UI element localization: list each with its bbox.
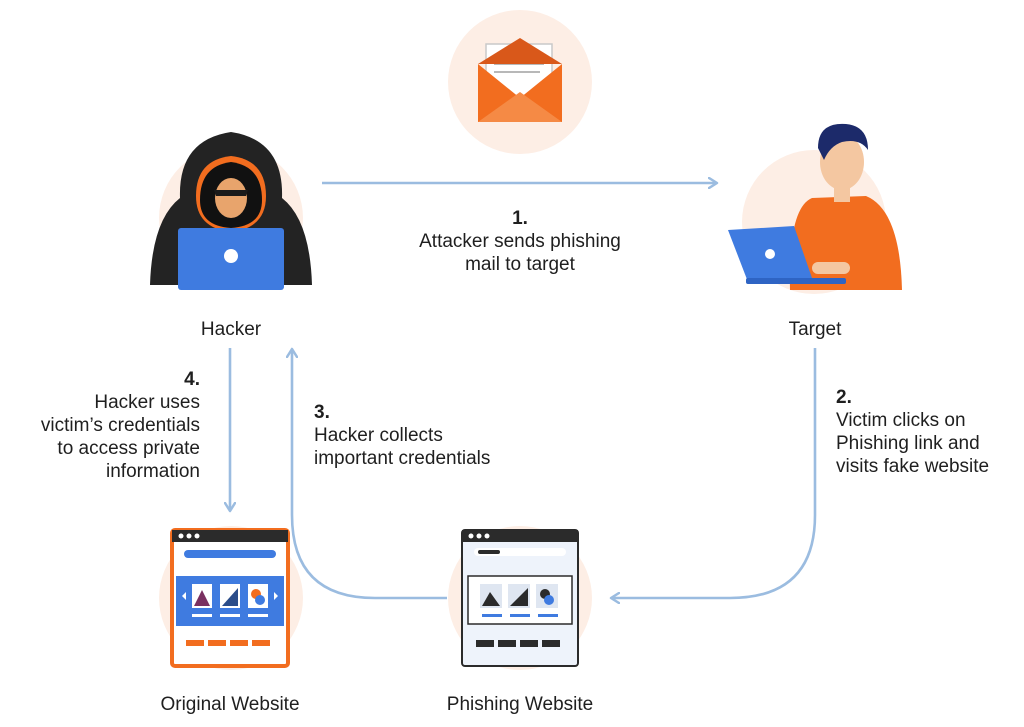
step-1-number: 1. — [512, 208, 528, 229]
phishing-website-label: Phishing Website — [446, 694, 594, 715]
target-label: Target — [788, 319, 842, 340]
step-4-line-1: Hacker uses — [94, 392, 200, 413]
step-2: 2. Victim clicks on Phishing link and vi… — [836, 386, 1021, 478]
original-website-label: Original Website — [160, 694, 300, 715]
step-4: 4. Hacker uses victim’s credentials to a… — [18, 368, 200, 483]
step-1-line-1: Attacker sends phishing — [419, 231, 621, 252]
step-2-line-3: visits fake website — [836, 456, 990, 477]
arrow-target-to-phishing — [612, 348, 817, 598]
step-3-line-2: important credentials — [314, 448, 491, 469]
original-website-icon — [159, 526, 303, 670]
step-4-line-3: to access private — [57, 438, 200, 459]
hacker-hood-icon — [150, 132, 312, 290]
step-2-number: 2. — [836, 387, 852, 408]
step-2-line-2: Phishing link and — [836, 433, 980, 454]
step-4-line-4: information — [106, 461, 200, 482]
step-4-line-2: victim’s credentials — [40, 415, 200, 436]
step-4-number: 4. — [184, 369, 200, 390]
step-3: 3. Hacker collects important credentials — [314, 401, 544, 470]
mail-envelope-icon — [448, 10, 592, 154]
hacker-label: Hacker — [200, 319, 262, 340]
step-1-line-2: mail to target — [465, 254, 575, 275]
target-person-icon — [728, 123, 902, 294]
step-3-line-1: Hacker collects — [314, 425, 443, 446]
step-2-line-1: Victim clicks on — [836, 410, 966, 431]
arrow-phishing-to-hacker — [292, 350, 447, 600]
phishing-website-icon — [448, 526, 592, 670]
step-1: 1. Attacker sends phishing mail to targe… — [390, 207, 650, 276]
arrows — [230, 183, 817, 600]
step-3-number: 3. — [314, 402, 330, 423]
